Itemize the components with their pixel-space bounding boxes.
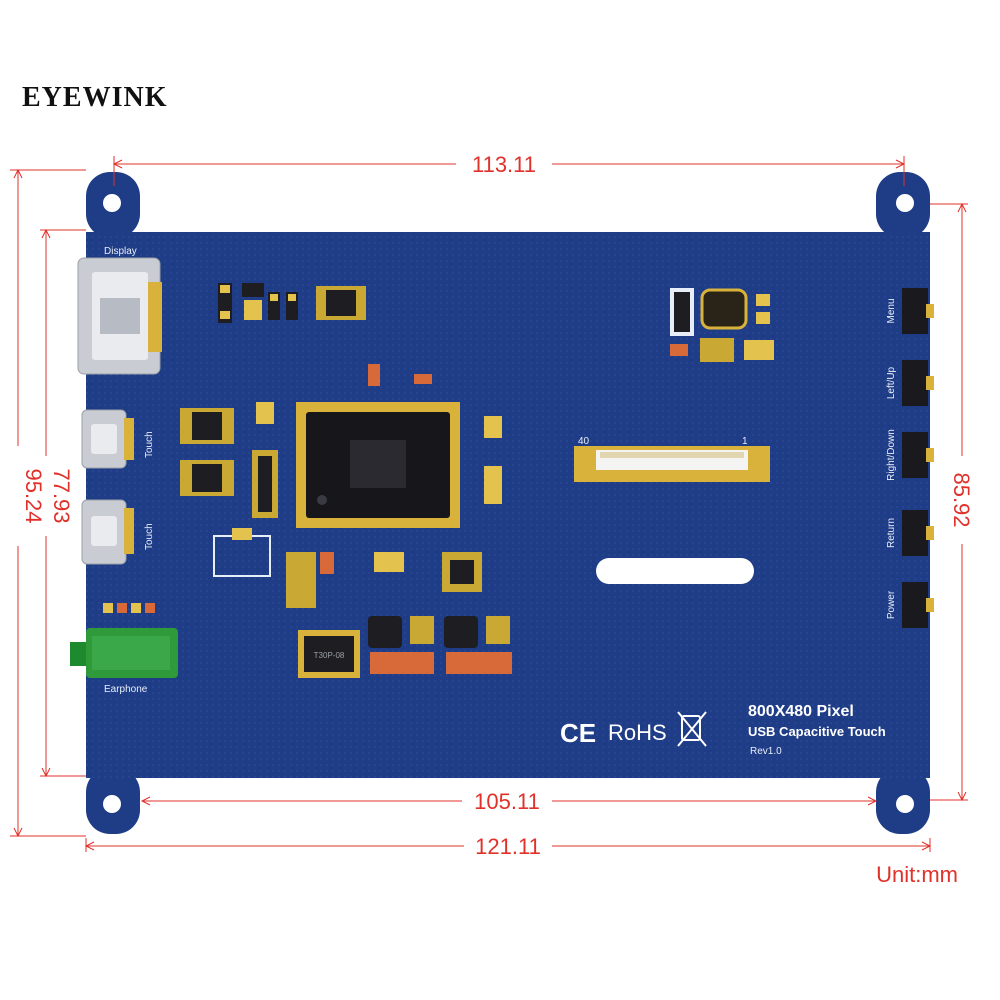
chip-marking: T30P-08	[314, 651, 345, 660]
button-label-return: Return	[886, 518, 897, 548]
board-slot	[596, 558, 754, 584]
main-mcu-chip	[296, 402, 460, 528]
passive-components	[180, 364, 502, 608]
fpc-connector: 40 1	[574, 436, 770, 482]
dimension-right-height: 85.92	[949, 472, 974, 527]
component-cluster-top-left	[218, 283, 366, 323]
product-touch-type: USB Capacitive Touch	[748, 724, 886, 739]
touch-label-1: Touch	[144, 431, 155, 458]
product-revision: Rev1.0	[750, 746, 782, 757]
button-label-right-down: Right/Down	[886, 429, 897, 481]
dimension-top-width: 113.11	[472, 152, 536, 177]
earphone-leds	[103, 603, 155, 613]
touch-label-2: Touch	[144, 523, 155, 550]
button-label-left-up: Left/Up	[886, 366, 897, 399]
display-label: Display	[104, 246, 137, 257]
usb-port-2	[81, 499, 134, 565]
button-label-power: Power	[886, 590, 897, 619]
earphone-label: Earphone	[104, 684, 148, 695]
power-section: T30P-08	[298, 616, 512, 678]
fpc-pin-1: 1	[742, 436, 748, 447]
usb-port-1	[81, 409, 134, 469]
dimension-lines	[10, 156, 968, 852]
side-buttons	[902, 288, 934, 628]
dimension-bottom-width: 121.11	[475, 834, 541, 859]
earphone-jack	[70, 628, 178, 678]
unit-label: Unit:mm	[876, 862, 958, 887]
rohs-mark: RoHS	[608, 720, 667, 745]
dimension-left-outer-height: 95.24	[21, 468, 46, 523]
mount-hole-bottom-left	[103, 795, 121, 813]
dimension-inner-width: 105.11	[474, 789, 540, 814]
brand-logo: EYEWINK	[22, 82, 168, 113]
dimension-left-inner-height: 77.93	[49, 468, 74, 523]
button-label-menu: Menu	[886, 298, 897, 323]
mount-hole-top-right	[896, 194, 914, 212]
hdmi-port	[77, 257, 162, 375]
mount-hole-bottom-right	[896, 795, 914, 813]
mount-hole-top-left	[103, 194, 121, 212]
regulator-cluster	[670, 288, 774, 362]
weee-bin-icon	[677, 711, 707, 747]
product-resolution: 800X480 Pixel	[748, 703, 854, 720]
fpc-pin-40: 40	[578, 436, 590, 447]
ce-mark: CE	[560, 718, 596, 748]
